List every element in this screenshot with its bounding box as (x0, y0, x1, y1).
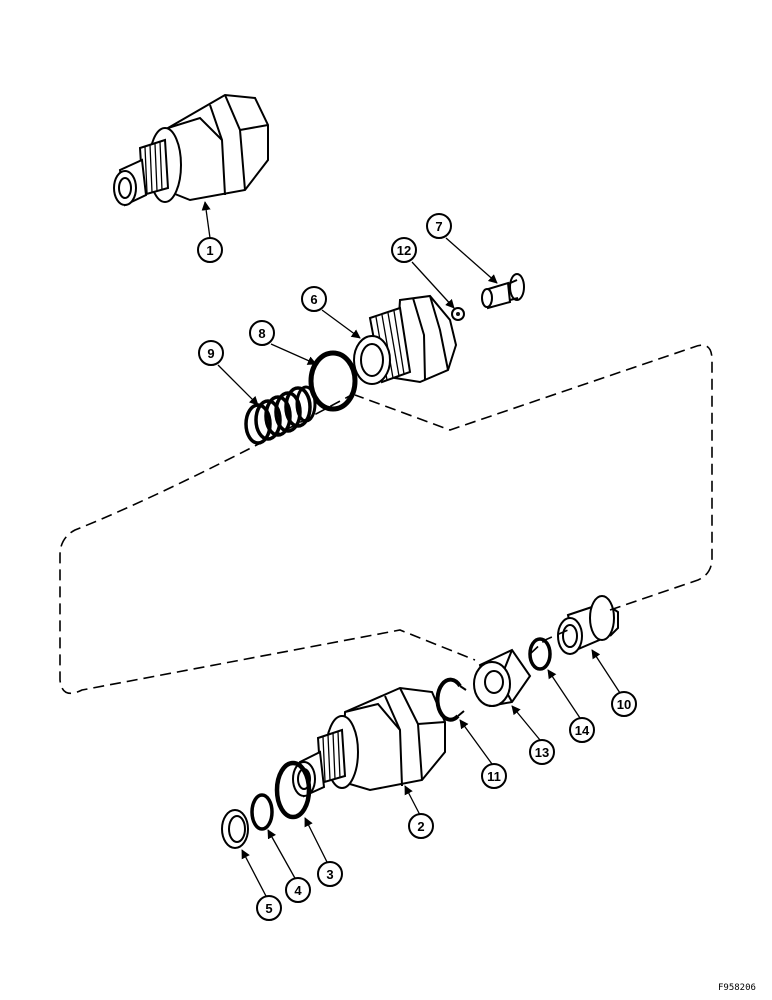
part-9-spring (244, 385, 317, 445)
callout-label: 10 (617, 697, 631, 712)
callout-2: 2 (408, 813, 434, 839)
callout-circle (569, 717, 595, 743)
callout-1: 1 (197, 237, 223, 263)
callout-5: 5 (256, 895, 282, 921)
part-4-o-ring (250, 793, 274, 831)
callout-circle (317, 861, 343, 887)
part-11-snap-ring (435, 677, 467, 722)
callout-4: 4 (285, 877, 311, 903)
callout-circle (611, 691, 637, 717)
callout-label: 13 (535, 745, 549, 760)
part-12-ball (451, 307, 465, 321)
part-3-o-ring (274, 760, 312, 820)
callout-circle (249, 320, 275, 346)
callout-12: 12 (391, 237, 417, 263)
callout-9: 9 (198, 340, 224, 366)
callout-circle (256, 895, 282, 921)
part-5-backup-ring (221, 809, 249, 849)
callout-circle (197, 237, 223, 263)
callout-13: 13 (529, 739, 555, 765)
assembly-path-dashed (59, 392, 569, 695)
part-13-bushing (473, 648, 532, 708)
part-6-adapter-nut (353, 294, 458, 385)
callout-6: 6 (301, 286, 327, 312)
callout-label: 3 (326, 867, 333, 882)
callout-label: 11 (487, 769, 501, 784)
part-10-valve-seat (557, 595, 619, 655)
assembly-path-dashed-right (354, 344, 713, 611)
callout-label: 8 (258, 326, 265, 341)
callout-label: 6 (310, 292, 317, 307)
callout-8: 8 (249, 320, 275, 346)
callout-11: 11 (481, 763, 507, 789)
part-8-o-ring (308, 350, 358, 412)
callout-circle (481, 763, 507, 789)
callout-label: 12 (397, 243, 411, 258)
callout-label: 1 (206, 243, 213, 258)
callout-circle (529, 739, 555, 765)
callout-label: 9 (207, 346, 214, 361)
callout-circle (301, 286, 327, 312)
callout-3: 3 (317, 861, 343, 887)
callout-7: 7 (426, 213, 452, 239)
callout-circle (285, 877, 311, 903)
callout-label: 5 (265, 901, 272, 916)
callout-label: 2 (417, 819, 424, 834)
part-7-valve-stem (481, 273, 525, 310)
callout-label: 7 (435, 219, 442, 234)
callout-circle (198, 340, 224, 366)
callout-label: 14 (575, 723, 590, 738)
part-2-coupler-body (292, 686, 446, 798)
callout-10: 10 (611, 691, 637, 717)
leader-lines (201, 201, 621, 899)
callout-circle (391, 237, 417, 263)
part-14-o-ring (528, 637, 552, 671)
callout-label: 4 (294, 883, 302, 898)
figure-code: F958206 (718, 983, 756, 993)
part-1-coupler-body (113, 93, 269, 207)
callout-circle (408, 813, 434, 839)
callout-14: 14 (569, 717, 595, 743)
callout-circle (426, 213, 452, 239)
